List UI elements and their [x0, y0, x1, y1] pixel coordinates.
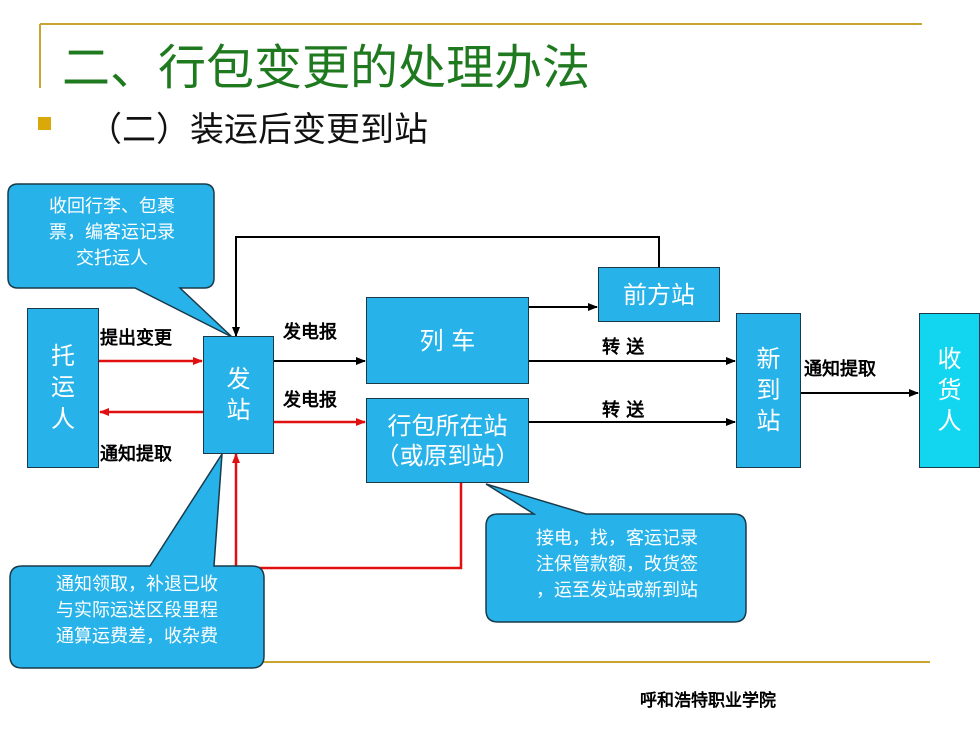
callout-bottom-left-bubble: [9, 453, 265, 669]
page-subtitle: （二）装运后变更到站: [88, 110, 428, 150]
node-train-label: 列 车: [419, 326, 476, 355]
footer-institution: 呼和浩特职业学院: [640, 691, 776, 711]
node-consignee-label: 收货人: [937, 344, 962, 436]
node-baggage-station-line1: 行包所在站: [387, 411, 508, 440]
callout-top-left-text: 收回行李、包裹 票，编客运记录 交托运人: [14, 194, 210, 272]
callout-top-left-line-2: 票，编客运记录: [49, 222, 175, 244]
page-title: 二、行包变更的处理办法: [62, 40, 591, 96]
label-transfer-top: 转 送: [602, 337, 645, 358]
bullet-icon: [38, 117, 51, 130]
node-baggage-station-line2: （或原到站）: [375, 441, 520, 470]
node-new-station-label: 新到站: [756, 344, 781, 436]
callout-bottom-left-text: 通知领取，补退已收 与实际运送区段里程 通算运费差，收杂费: [14, 572, 260, 650]
callout-bottom-center-text: 接电，找，客运记录 注保管款额，改货签 ，运至发站或新到站: [492, 526, 742, 604]
node-origin-station: 发站: [203, 336, 274, 454]
label-transfer-bottom: 转 送: [602, 400, 645, 421]
label-notify-pickup-right: 通知提取: [804, 359, 876, 380]
node-consignee: 收货人: [919, 313, 980, 468]
node-baggage-station: 行包所在站 （或原到站）: [366, 398, 529, 483]
node-shipper: 托运人: [27, 308, 99, 468]
label-telegram-top: 发电报: [283, 322, 337, 343]
node-train: 列 车: [366, 297, 529, 384]
arrow-front-to-origin: [232, 236, 660, 337]
callout-bottom-left-line-1: 通知领取，补退已收: [56, 574, 218, 595]
label-telegram-bottom: 发电报: [283, 390, 337, 411]
arrow-baggage-to-origin: [232, 453, 463, 570]
callout-bottom-center-line-2: 注保管款额，改货签: [536, 554, 698, 576]
node-front-station-label: 前方站: [623, 280, 695, 309]
label-request-change: 提出变更: [100, 328, 172, 349]
callout-bottom-center-line-1: 接电，找，客运记录: [536, 528, 698, 549]
callout-bottom-left-line-2: 与实际运送区段里程: [56, 600, 218, 622]
callout-bottom-left-line-3: 通算运费差，收杂费: [56, 626, 218, 648]
callout-top-left-line-3: 交托运人: [76, 248, 148, 270]
node-new-station: 新到站: [736, 313, 801, 468]
callout-bottom-center-line-3: ，运至发站或新到站: [536, 580, 698, 602]
node-origin-station-label: 发站: [226, 364, 251, 424]
callout-bottom-center-bubble: [485, 483, 747, 623]
node-front-station: 前方站: [598, 267, 720, 322]
callout-top-left-bubble: [7, 183, 233, 338]
callout-top-left-line-1: 收回行李、包裹: [49, 196, 175, 217]
node-shipper-label: 托运人: [51, 342, 75, 433]
label-notify-pickup-left: 通知提取: [100, 444, 172, 465]
